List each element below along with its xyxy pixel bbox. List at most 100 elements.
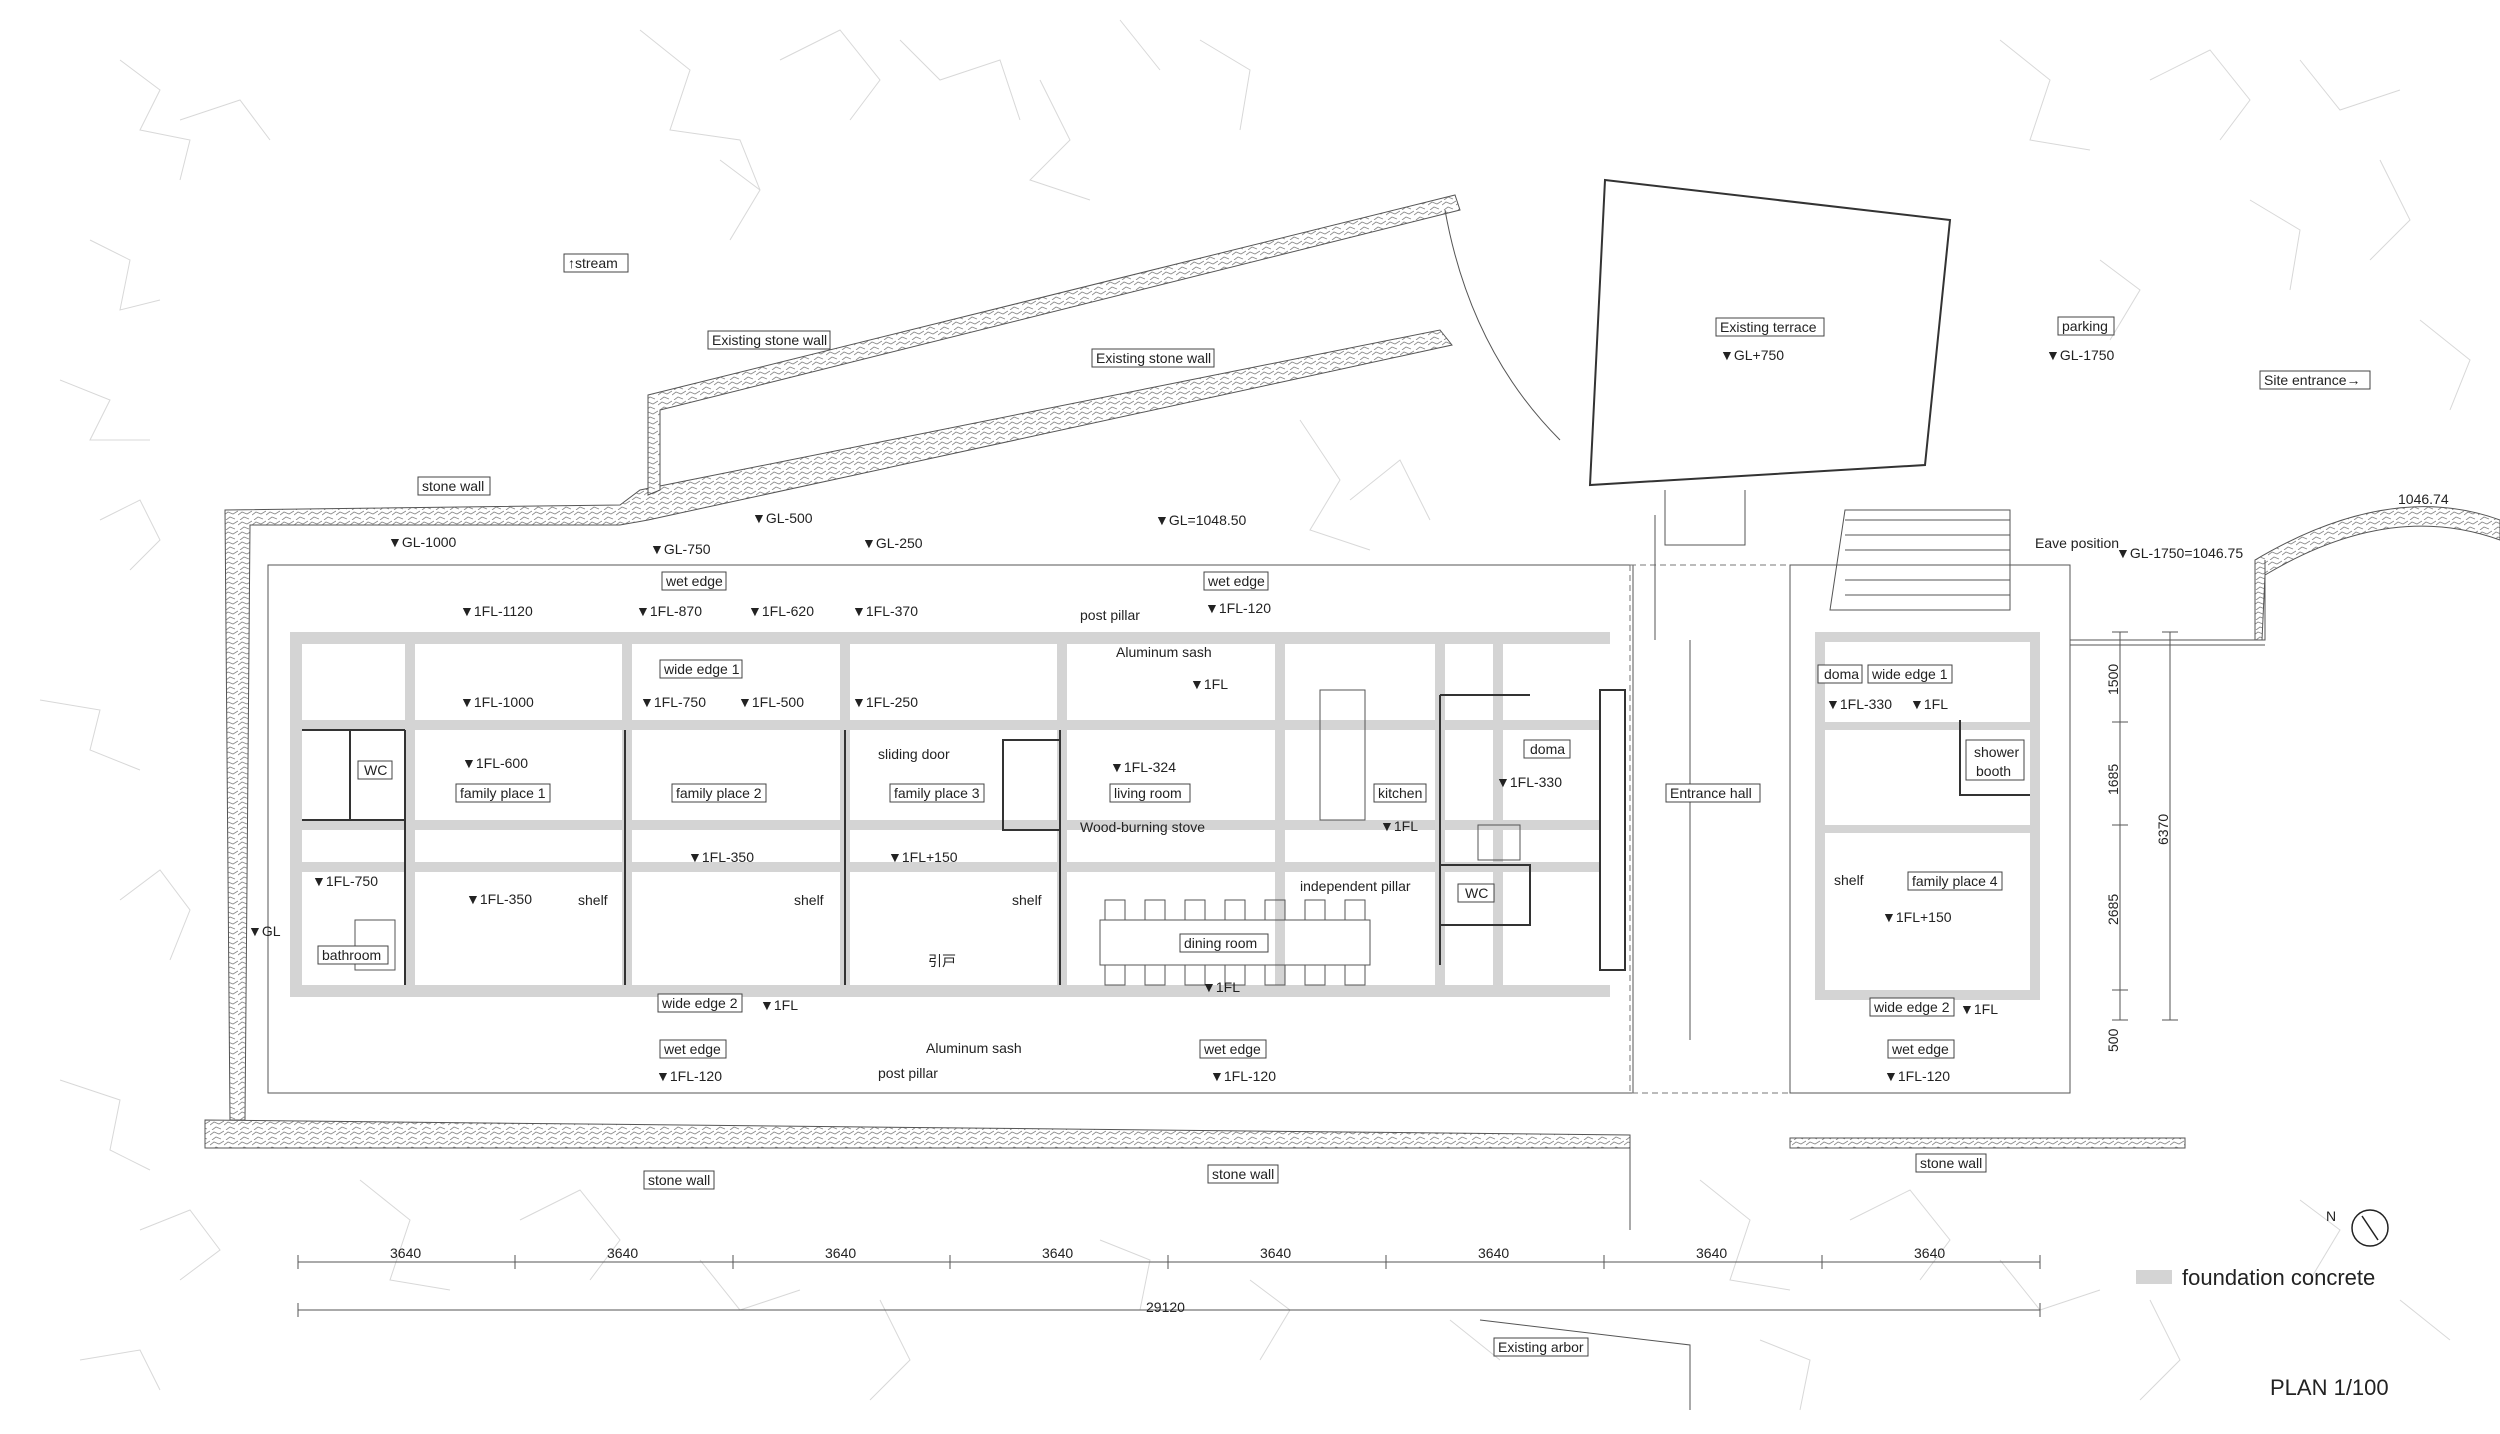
legend-swatch [2136, 1270, 2172, 1284]
label-dining-room: dining room [1179, 933, 1269, 953]
legend-label: foundation concrete [2182, 1265, 2375, 1290]
label-sliding-door: sliding door [878, 746, 950, 762]
level-fl-zone: ▼1FL [1190, 676, 1228, 692]
annex-level-fl-120: ▼1FL-120 [1884, 1068, 1950, 1084]
label-wet-edge-n2: wet edge [1203, 571, 1269, 591]
level-fl-600: ▼1FL-600 [462, 755, 528, 771]
vegetation-texture [39, 19, 2471, 1411]
label-existing-terrace: Existing terrace [1715, 317, 1825, 337]
level-fl-750-b: ▼1FL-750 [312, 873, 378, 889]
dim-bay-8: 3640 [1914, 1245, 1945, 1261]
north-arrow [2351, 1209, 2389, 1247]
level-fl-120-south-1: ▼1FL-120 [656, 1068, 722, 1084]
plan-title: PLAN 1/100 [2270, 1375, 2389, 1400]
level-fl-1120: ▼1FL-1120 [460, 603, 533, 619]
annex-level-fl-330: ▼1FL-330 [1826, 696, 1892, 712]
level-fl-870: ▼1FL-870 [636, 603, 702, 619]
dim-vertical-4: 500 [2105, 1028, 2121, 1052]
label-aluminum-sash-north: Aluminum sash [1116, 644, 1212, 660]
label-independent-pillar: independent pillar [1300, 878, 1411, 894]
label-wet-edge-n1: wet edge [661, 571, 727, 591]
parking-level: ▼GL-1750 [2046, 347, 2115, 363]
label-annex-wide-edge-2: wide edge 2 [1869, 997, 1955, 1017]
label-existing-stone-wall-2: Existing stone wall [1091, 348, 1215, 368]
label-wet-edge-s1: wet edge [659, 1039, 727, 1059]
level-gl-1750-1046: ▼GL-1750=1046.75 [2116, 545, 2243, 561]
level-gl-750: ▼GL-750 [650, 541, 711, 557]
svg-text:family place 2: family place 2 [676, 785, 762, 801]
svg-text:wide edge 2: wide edge 2 [661, 995, 738, 1011]
svg-text:booth: booth [1976, 763, 2011, 779]
label-family-place-3: family place 3 [889, 783, 985, 803]
level-fl-120-north: ▼1FL-120 [1205, 600, 1271, 616]
annex-building [1789, 560, 2266, 1094]
level-fl-500: ▼1FL-500 [738, 694, 804, 710]
label-wc-1: WC [357, 760, 393, 780]
label-post-pillar-north: post pillar [1080, 607, 1140, 623]
svg-text:Existing stone wall: Existing stone wall [1096, 350, 1211, 366]
dim-bay-5: 3640 [1260, 1245, 1291, 1261]
level-gl-1048: ▼GL=1048.50 [1155, 512, 1247, 528]
svg-text:↑stream: ↑stream [568, 255, 618, 271]
label-post-pillar-south: post pillar [878, 1065, 938, 1081]
svg-text:doma: doma [1824, 666, 1859, 682]
annex-level-wide-edge-2: ▼1FL [1960, 1001, 1998, 1017]
label-annex-doma: doma [1817, 664, 1863, 684]
annex-level-fl: ▼1FL [1910, 696, 1948, 712]
label-stone-wall-s1: stone wall [643, 1170, 715, 1190]
svg-text:wet edge: wet edge [665, 573, 723, 589]
svg-text:shower: shower [1974, 744, 2019, 760]
dim-vertical-total: 6370 [2155, 814, 2171, 845]
level-gl-1000: ▼GL-1000 [388, 534, 457, 550]
level-gl-500: ▼GL-500 [752, 510, 813, 526]
label-aluminum-sash-south: Aluminum sash [926, 1040, 1022, 1056]
label-annex-wide-edge-1: wide edge 1 [1867, 664, 1953, 684]
svg-text:Existing stone wall: Existing stone wall [712, 332, 827, 348]
elevation-1046: 1046.74 [2398, 491, 2449, 507]
level-dining: ▼1FL [1202, 979, 1240, 995]
label-shelf-1: shelf [578, 892, 608, 908]
svg-text:Existing terrace: Existing terrace [1720, 319, 1817, 335]
site-stone-walls [204, 194, 2500, 1410]
svg-text:family place 3: family place 3 [894, 785, 980, 801]
label-wc-2: WC [1457, 883, 1495, 903]
label-parking: parking [2057, 316, 2115, 336]
svg-text:wide edge 2: wide edge 2 [1873, 999, 1950, 1015]
svg-text:wet edge: wet edge [1207, 573, 1265, 589]
level-wide-edge-2: ▼1FL [760, 997, 798, 1013]
label-doma: doma [1523, 739, 1571, 759]
label-existing-stone-wall-1: Existing stone wall [707, 330, 831, 350]
label-family-place-4: family place 4 [1907, 871, 2003, 891]
svg-text:family place 1: family place 1 [460, 785, 546, 801]
svg-text:stone wall: stone wall [422, 478, 484, 494]
label-shower-booth: shower booth [1965, 739, 2025, 781]
level-fl-330: ▼1FL-330 [1496, 774, 1562, 790]
label-stream: ↑stream [563, 253, 629, 273]
existing-terrace [1588, 178, 2011, 611]
svg-text:Site entrance→: Site entrance→ [2264, 372, 2361, 388]
svg-text:wet edge: wet edge [1203, 1041, 1261, 1057]
svg-text:stone wall: stone wall [1920, 1155, 1982, 1171]
svg-text:kitchen: kitchen [1378, 785, 1422, 801]
level-fl-250: ▼1FL-250 [852, 694, 918, 710]
dim-vertical-2: 1685 [2105, 764, 2121, 795]
label-shelf-3: shelf [1012, 892, 1042, 908]
dim-bay-1: 3640 [390, 1245, 421, 1261]
svg-text:WC: WC [364, 762, 387, 778]
svg-text:bathroom: bathroom [322, 947, 381, 963]
label-shelf-2: shelf [794, 892, 824, 908]
level-fl-150: ▼1FL+150 [888, 849, 958, 865]
svg-text:parking: parking [2062, 318, 2108, 334]
level-fl-324: ▼1FL-324 [1110, 759, 1176, 775]
level-fl-350-2: ▼1FL-350 [688, 849, 754, 865]
svg-text:stone wall: stone wall [648, 1172, 710, 1188]
label-wide-edge-2: wide edge 2 [657, 993, 743, 1013]
svg-text:Existing arbor: Existing arbor [1498, 1339, 1584, 1355]
terrace-level: ▼GL+750 [1720, 347, 1784, 363]
eave-position: Eave position [2035, 535, 2119, 551]
label-annex-stone-wall: stone wall [1915, 1153, 1987, 1173]
level-fl-370: ▼1FL-370 [852, 603, 918, 619]
svg-text:living room: living room [1114, 785, 1182, 801]
svg-text:wide edge 1: wide edge 1 [663, 661, 740, 677]
svg-text:stone wall: stone wall [1212, 1166, 1274, 1182]
